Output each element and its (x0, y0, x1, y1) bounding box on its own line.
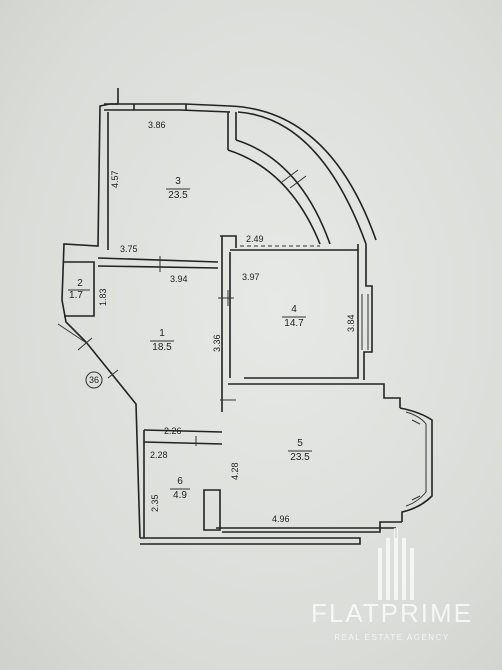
room-labels: 3 23.5 4 14.7 1 18.5 2 1.7 5 23.5 6 4.9 (68, 176, 312, 501)
dim-3-84: 3.84 (346, 314, 356, 332)
dimension-labels: 3.86 4.57 3.75 3.94 2.49 3.97 1.83 3.36 … (98, 120, 356, 524)
walls (57, 88, 433, 545)
room-4-number: 4 (291, 304, 297, 315)
watermark-tagline: REAL ESTATE AGENCY (334, 633, 449, 642)
room-2-area: 1.7 (69, 290, 83, 301)
watermark: FLATPRIME REAL ESTATE AGENCY (311, 528, 473, 642)
dim-3-97: 3.97 (242, 272, 260, 282)
room-1-area: 18.5 (152, 342, 172, 353)
watermark-logo-icon (378, 528, 414, 600)
room-5-area: 23.5 (290, 452, 310, 463)
watermark-brand: FLATPRIME (311, 598, 473, 628)
room-3-area: 23.5 (168, 190, 188, 201)
room-3-number: 3 (175, 176, 181, 187)
room-6-area: 4.9 (173, 490, 187, 501)
dim-2-28: 2.28 (150, 450, 168, 460)
dim-2-26: 2.26 (164, 426, 182, 436)
dim-3-75: 3.75 (120, 244, 138, 254)
dim-3-94: 3.94 (170, 274, 188, 284)
axis-marker: 36 (85, 371, 103, 389)
dim-3-86: 3.86 (148, 120, 166, 130)
dim-2-35: 2.35 (150, 494, 160, 512)
dim-4-57: 4.57 (110, 170, 120, 188)
dim-4-96: 4.96 (272, 514, 290, 524)
room-2-number: 2 (77, 278, 83, 289)
room-6-number: 6 (177, 476, 183, 487)
room-1-number: 1 (159, 328, 165, 339)
axis-marker-circle (85, 371, 103, 389)
dim-2-49: 2.49 (246, 234, 264, 244)
room-5-number: 5 (297, 438, 303, 449)
dim-4-28: 4.28 (230, 462, 240, 480)
dim-1-83: 1.83 (98, 288, 108, 306)
dim-3-36: 3.36 (212, 334, 222, 352)
room-4-area: 14.7 (284, 318, 304, 329)
axis-marker-label: 36 (89, 375, 99, 385)
